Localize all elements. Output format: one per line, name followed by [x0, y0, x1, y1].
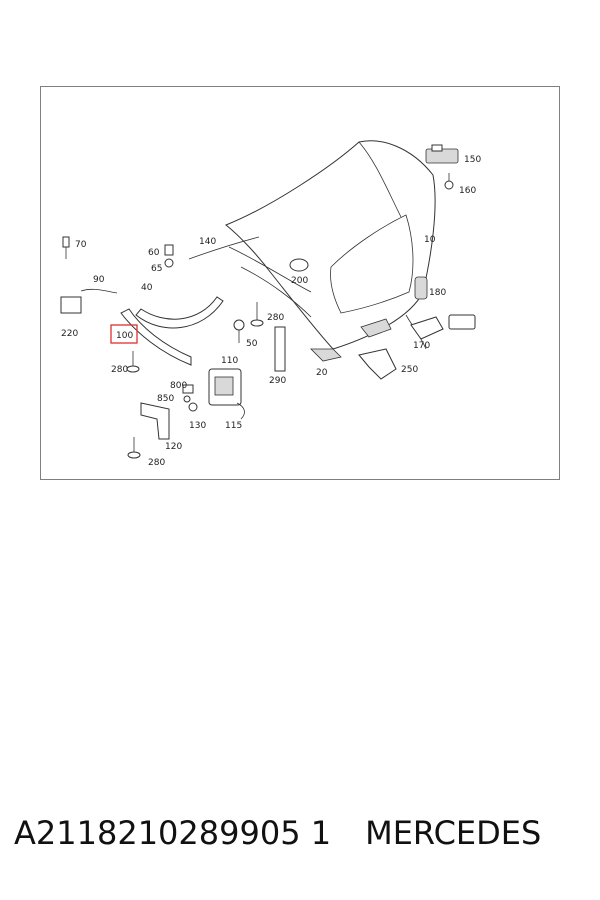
callout-65: 65 — [151, 264, 162, 274]
callout-10: 10 — [424, 235, 436, 245]
part-number: A2118210289905 1 — [14, 814, 332, 852]
part-800 — [182, 384, 194, 394]
bumper-180 — [414, 276, 428, 300]
callout-40: 40 — [141, 283, 153, 293]
block-220 — [60, 296, 82, 314]
part-850 — [183, 395, 191, 403]
callout-70: 70 — [75, 240, 87, 250]
hinge-40 — [135, 296, 224, 329]
highlight-box-100 — [110, 324, 138, 344]
bracket-120 — [140, 402, 170, 440]
part-130 — [188, 402, 198, 412]
exploded-view-drawing: 150 160 10 140 60 65 70 90 40 200 180 22… — [60, 140, 481, 468]
screw-280-lower — [127, 437, 141, 459]
lock-110 — [208, 368, 242, 406]
nut-65 — [164, 258, 174, 268]
bolt-160 — [444, 173, 454, 190]
callout-130: 130 — [189, 421, 206, 431]
switch-170 — [410, 314, 476, 340]
callout-120: 120 — [165, 442, 182, 452]
cap-200 — [289, 258, 309, 272]
strip-290 — [274, 326, 286, 372]
bolt-50 — [233, 319, 245, 343]
clip-60 — [164, 244, 174, 256]
callout-280-left: 280 — [111, 365, 128, 375]
callout-150: 150 — [464, 155, 481, 165]
trim-250 — [358, 348, 397, 380]
callout-20: 20 — [316, 368, 328, 378]
callout-250: 250 — [401, 365, 418, 375]
screw-280-right — [250, 302, 264, 327]
cable-140 — [188, 236, 260, 260]
callout-200: 200 — [291, 276, 308, 286]
screw-280 — [126, 351, 140, 373]
trunk-lid-part — [225, 140, 436, 362]
callout-850: 850 — [157, 394, 174, 404]
callout-100: 100 — [116, 331, 133, 341]
callout-280-right: 280 — [267, 313, 284, 323]
callout-90: 90 — [93, 275, 105, 285]
bolt-70 — [62, 236, 70, 259]
callout-50: 50 — [246, 339, 258, 349]
callout-280-bottom: 280 — [148, 458, 165, 468]
callout-170: 170 — [413, 341, 430, 351]
part-caption: A2118210289905 1 MERCEDES — [14, 808, 594, 858]
cable-90 — [80, 288, 118, 294]
brand-name: MERCEDES — [365, 814, 542, 852]
callout-110: 110 — [221, 356, 238, 366]
callout-60: 60 — [148, 248, 160, 258]
callout-115: 115 — [225, 421, 242, 431]
callout-160: 160 — [459, 186, 476, 196]
callout-220: 220 — [61, 329, 78, 339]
cable-115 — [236, 402, 245, 420]
bracket-150 — [425, 144, 459, 164]
callout-180: 180 — [429, 288, 446, 298]
callout-290: 290 — [269, 376, 286, 386]
callout-140: 140 — [199, 237, 216, 247]
parts-diagram: 150 160 10 140 60 65 70 90 40 200 180 22… — [40, 86, 560, 480]
callout-800: 800 — [170, 381, 187, 391]
hinge-arm-100 — [120, 308, 192, 366]
